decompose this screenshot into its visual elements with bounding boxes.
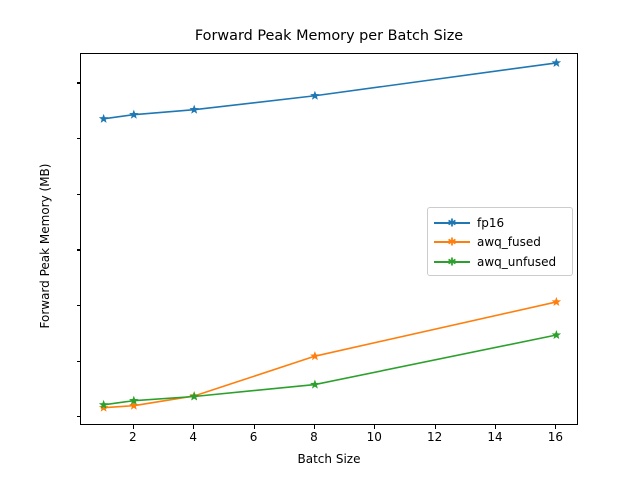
star-marker-icon <box>310 351 320 361</box>
star-marker-icon <box>129 395 139 405</box>
star-marker-icon <box>129 109 139 119</box>
series-line-awq_fused <box>103 301 557 409</box>
legend-line-0 <box>434 221 470 224</box>
plot-area <box>80 53 578 425</box>
series-line-fp16 <box>103 62 557 120</box>
chart-title: Forward Peak Memory per Batch Size <box>194 28 464 44</box>
star-marker-icon: ✱ <box>447 235 457 249</box>
x-tick-mark <box>132 425 134 429</box>
star-marker-icon <box>310 379 320 389</box>
x-tick-label: 8 <box>310 430 318 444</box>
y-axis-label: Forward Peak Memory (MB) <box>38 163 52 329</box>
plot-lines <box>98 57 562 412</box>
legend-swatch-2: ✱ <box>434 255 470 269</box>
series-line-awq_unfused <box>103 334 557 406</box>
legend-swatch-1: ✱ <box>434 235 470 249</box>
x-tick-label: 4 <box>189 430 197 444</box>
legend: ✱ fp16 ✱ awq_fused ✱ awq_unfused <box>427 207 573 276</box>
star-marker-icon: ✱ <box>447 216 457 230</box>
x-tick-label: 6 <box>249 430 258 444</box>
x-tick-mark <box>374 425 376 429</box>
x-axis-label: Batch Size <box>297 452 361 466</box>
star-marker-icon <box>551 57 562 67</box>
star-marker-icon <box>98 399 109 409</box>
star-marker-icon <box>189 104 199 114</box>
star-marker-icon <box>129 400 139 410</box>
x-tick-mark <box>253 425 255 429</box>
legend-line-2 <box>434 260 470 263</box>
x-tick-label: 12 <box>426 430 443 444</box>
legend-item-1[interactable]: ✱ awq_fused <box>434 233 566 253</box>
star-marker-icon <box>551 296 562 306</box>
x-tick-mark <box>193 425 195 429</box>
legend-swatch-0: ✱ <box>434 216 470 230</box>
star-marker-icon <box>189 391 199 401</box>
x-tick-mark <box>434 425 436 429</box>
x-tick-mark <box>495 425 497 429</box>
x-tick-label: 10 <box>366 430 382 444</box>
star-marker-icon: ✱ <box>447 255 457 269</box>
x-tick-label: 16 <box>547 430 563 444</box>
star-marker-icon <box>551 330 562 340</box>
legend-label-0: fp16 <box>477 215 505 230</box>
x-tick-label: 2 <box>128 430 137 444</box>
x-tick-label: 14 <box>487 430 503 444</box>
x-tick-mark <box>555 425 557 429</box>
star-marker-icon <box>98 402 109 412</box>
legend-label-2: awq_unfused <box>477 254 557 269</box>
legend-item-2[interactable]: ✱ awq_unfused <box>434 252 566 272</box>
legend-item-0[interactable]: ✱ fp16 <box>434 213 566 233</box>
legend-line-1 <box>434 241 470 244</box>
legend-label-1: awq_fused <box>477 235 541 250</box>
x-tick-mark <box>313 425 315 429</box>
star-marker-icon <box>310 90 320 100</box>
star-marker-icon <box>98 113 109 123</box>
